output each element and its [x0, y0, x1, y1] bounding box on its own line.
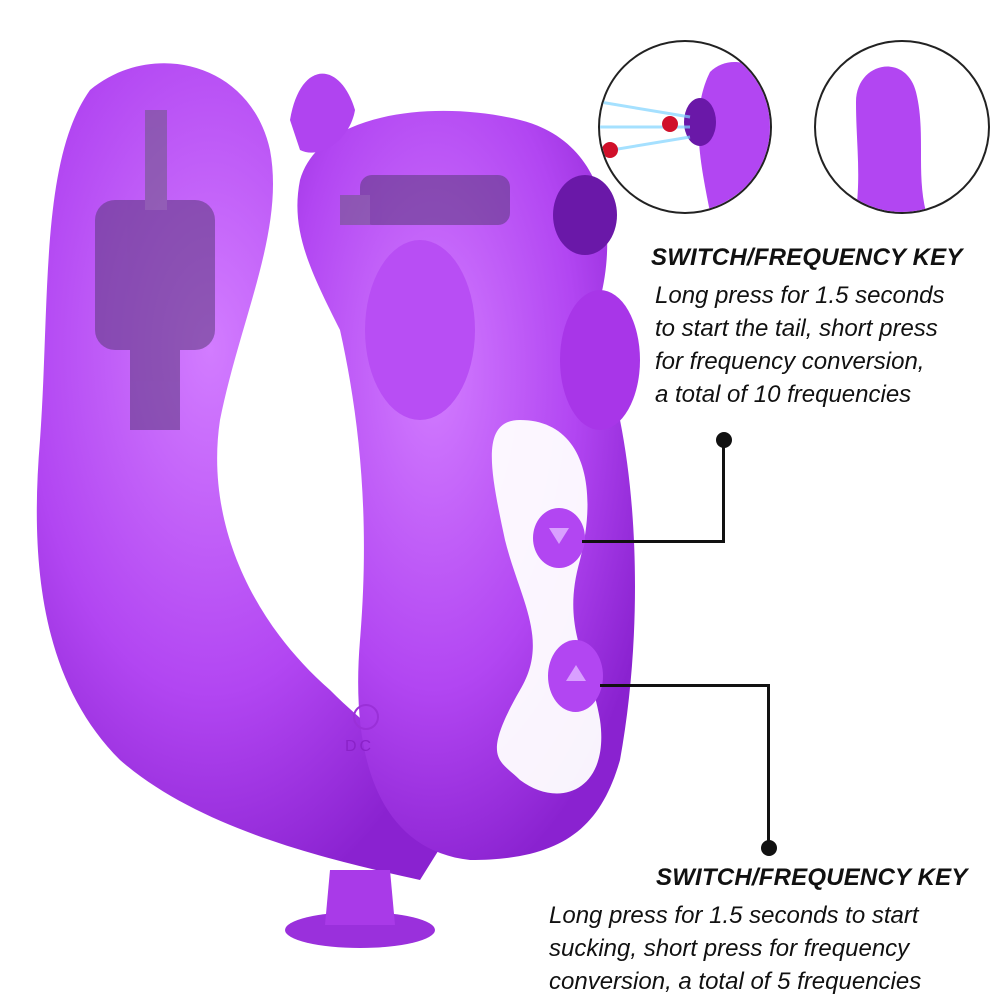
top-key-title: SWITCH/FREQUENCY KEY [651, 244, 963, 271]
callout-line-bottom-vertical [767, 684, 770, 842]
bottom-key-title: SWITCH/FREQUENCY KEY [656, 864, 968, 891]
dc-label: DC [345, 738, 375, 755]
bottom-key-description: Long press for 1.5 seconds to start suck… [549, 902, 922, 995]
triangle-up-icon [566, 665, 586, 681]
motor-tail [95, 110, 215, 430]
inset-suction-detail [598, 40, 772, 214]
triangle-down-icon [549, 528, 569, 544]
inset-tail-detail [814, 40, 990, 214]
callout-dot-top [716, 432, 732, 448]
top-key-description: Long press for 1.5 seconds to start the … [655, 282, 945, 408]
callout-line-top-horizontal [582, 540, 725, 543]
foot [285, 912, 435, 948]
callout-line-bottom-horizontal [600, 684, 770, 687]
motor-head [340, 175, 510, 225]
callout-line-top-vertical [722, 446, 725, 542]
suction-opening [553, 175, 617, 255]
dc-port [353, 704, 379, 730]
callout-dot-bottom [761, 840, 777, 856]
ear [290, 73, 355, 153]
